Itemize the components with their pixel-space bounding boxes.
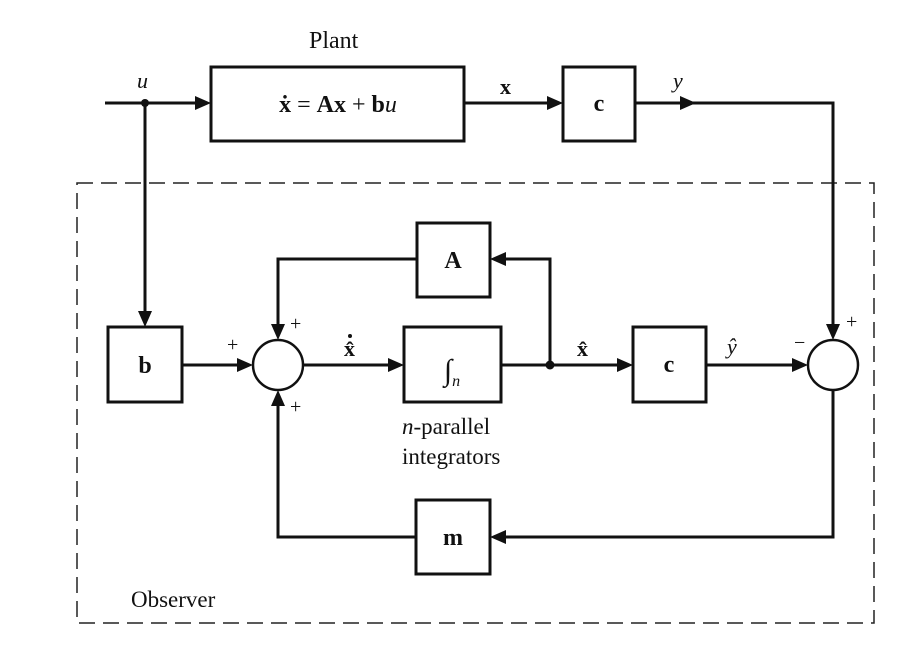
plant-equation: ẋ = Ax + bu — [279, 92, 397, 118]
sum2-top-sign: + — [846, 311, 857, 333]
m-to-sum1-wire — [276, 400, 416, 539]
caption-parallel: -parallel — [414, 414, 491, 439]
observer-c-label: c — [664, 352, 675, 378]
eq-plus: + — [346, 92, 372, 118]
signal-y-label: y — [671, 68, 683, 93]
summing-junction-2 — [806, 338, 860, 392]
eq-x: x — [334, 92, 346, 118]
plant-caption: Plant — [309, 28, 359, 54]
A-to-sum1-wire — [276, 257, 417, 330]
arrow-u-into-b — [138, 311, 152, 327]
arrow-y-into-sum2 — [826, 324, 840, 340]
summing-junction-1 — [251, 338, 305, 392]
integrator-symbol: ∫n — [442, 354, 460, 390]
sum1-left-sign: + — [227, 334, 238, 356]
signal-u-label: u — [137, 68, 148, 93]
integrator-caption-line1: n-parallel — [402, 414, 490, 439]
arrow-into-observer-c — [617, 358, 633, 372]
observer-caption: Observer — [131, 587, 216, 612]
observer-b-label: b — [138, 353, 151, 379]
observer-b-block — [106, 325, 184, 404]
observer-boundary — [76, 182, 875, 624]
eq-equals: = — [291, 92, 317, 118]
x-hat-to-A-wire — [500, 257, 552, 365]
eq-u: u — [385, 92, 397, 118]
observer-c-block — [631, 325, 708, 404]
xdot-hat-dot — [348, 334, 352, 338]
integrator-block — [402, 325, 503, 404]
plant-c-label: c — [594, 91, 605, 117]
integral-sign: ∫ — [442, 354, 454, 389]
signal-xdot-hat-label: x̂ — [344, 336, 355, 361]
integral-subscript: n — [452, 373, 460, 390]
plant-block — [209, 65, 466, 143]
eq-A: A — [317, 92, 335, 118]
eq-b: b — [372, 92, 385, 118]
signal-y-hat-label: ŷ — [725, 334, 737, 359]
arrow-b-into-sum1 — [237, 358, 253, 372]
arrow-y-hat-into-sum2 — [792, 358, 808, 372]
signal-x-hat-label: x̂ — [577, 336, 588, 361]
arrow-A-into-sum1 — [271, 324, 285, 340]
sum2-left-sign: − — [794, 332, 805, 354]
signal-x-label: x — [500, 74, 511, 99]
eq-xdot: ẋ — [279, 92, 291, 118]
sum2-to-m-wire — [500, 390, 835, 539]
observer-A-label: A — [444, 248, 462, 274]
arrow-into-m — [490, 530, 506, 544]
arrow-into-A — [490, 252, 506, 266]
arrow-x-to-c — [547, 96, 563, 110]
sum1-top-sign: + — [290, 313, 301, 335]
arrow-u-to-plant — [195, 96, 211, 110]
y-to-sum2-wire — [688, 101, 835, 330]
sum1-bottom-sign: + — [290, 396, 301, 418]
arrow-m-into-sum1 — [271, 390, 285, 406]
caption-n: n — [402, 414, 414, 439]
observer-m-label: m — [443, 525, 463, 551]
integrator-caption-line2: integrators — [402, 444, 500, 469]
arrow-into-integrator — [388, 358, 404, 372]
